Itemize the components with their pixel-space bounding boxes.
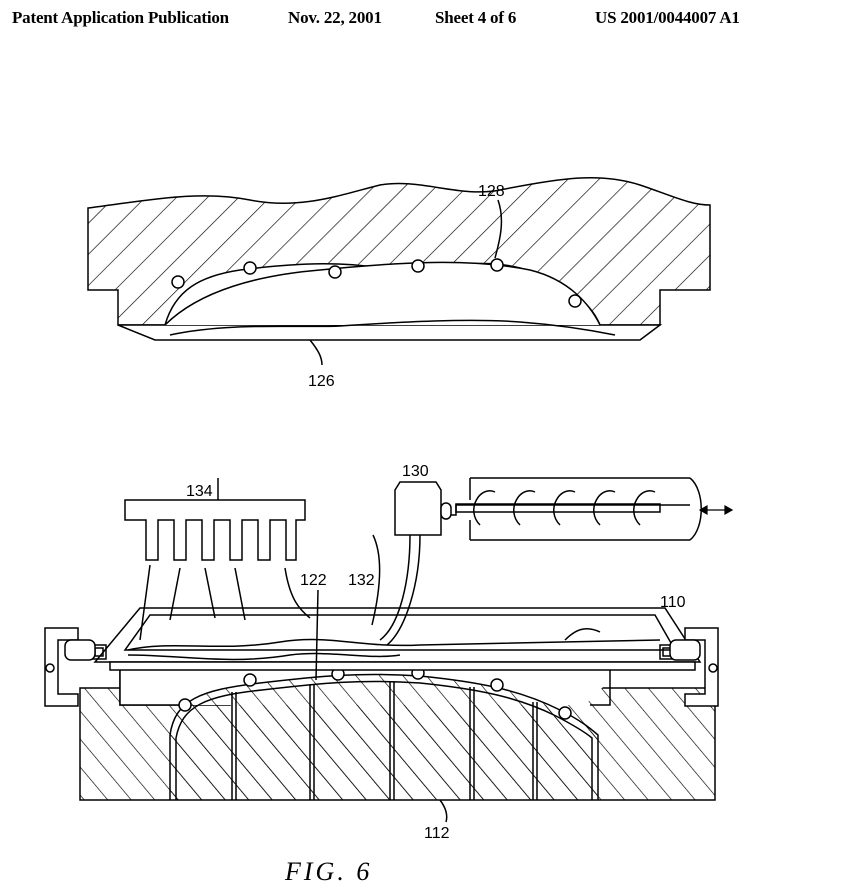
- label-112: 112: [424, 825, 450, 842]
- figure-caption: FIG. 6: [284, 857, 372, 886]
- label-128: 128: [478, 183, 505, 200]
- label-110: 110: [660, 594, 686, 611]
- double-arrow-icon: [700, 506, 732, 514]
- label-130: 130: [402, 463, 429, 480]
- label-134: 134: [186, 483, 213, 500]
- upper-mold: [88, 178, 710, 365]
- label-122: 122: [300, 572, 327, 589]
- label-132: 132: [348, 572, 375, 589]
- label-126: 126: [308, 373, 335, 390]
- lower-mold: [80, 667, 715, 822]
